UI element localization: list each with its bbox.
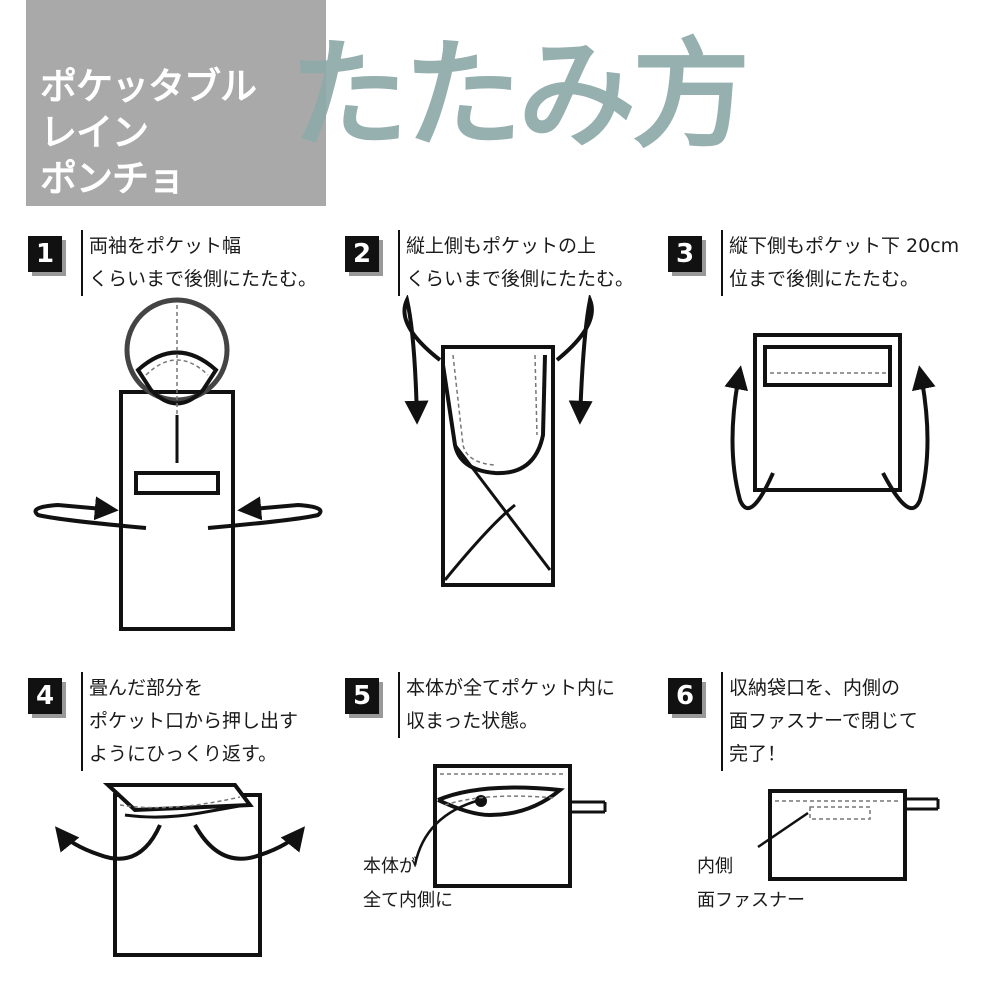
arrow-right [881, 365, 936, 511]
step-2-illustration [402, 295, 594, 587]
arrow-right [207, 496, 323, 530]
step-3-illustration [724, 333, 936, 511]
indicator-dot [475, 795, 487, 807]
pocket [763, 345, 892, 387]
arrow-left [33, 496, 147, 530]
step-instruction: 収納袋口を、内側の 面ファスナーで閉じて 完了！ [721, 672, 918, 771]
header-box [26, 0, 326, 206]
leader-line [413, 798, 481, 866]
step-instruction: 両袖をポケット幅 くらいまで後側にたたむ。 [81, 230, 317, 296]
step-number: 2 [345, 236, 379, 272]
step-number: 3 [668, 236, 702, 272]
leader-line [757, 811, 809, 849]
step-number: 6 [668, 678, 702, 714]
step-number: 5 [345, 678, 379, 714]
step-instruction: 本体が全てポケット内に 収まった状態。 [398, 672, 615, 738]
arrow-right [193, 824, 306, 861]
step-number: 4 [28, 678, 62, 714]
top-flap [441, 354, 547, 476]
arrow-left [724, 365, 775, 511]
caption-inner-velcro: 内側 面ファスナー [697, 856, 805, 911]
pocket-body [113, 793, 262, 957]
page-title: たたみ方 [290, 26, 750, 164]
hood [124, 297, 230, 403]
caption-body-inside: 本体が 全て内側に [363, 856, 453, 911]
velcro-strip [809, 806, 871, 820]
folded-body [441, 345, 555, 587]
closed-pocket [768, 789, 907, 881]
step-6-illustration [757, 789, 940, 881]
step-1-illustration [33, 297, 323, 631]
arrow-left [54, 824, 162, 861]
arrow-left [402, 295, 442, 425]
folded-body [753, 333, 902, 492]
arrow-right [555, 295, 594, 425]
pocket [134, 471, 220, 495]
step-4-illustration [54, 783, 306, 957]
step-5-illustration [413, 764, 607, 888]
step-instruction: 縦下側もポケット下 20cm 位まで後側にたたむ。 [721, 230, 959, 296]
hood-opening [135, 350, 219, 406]
step-instruction: 畳んだ部分を ポケット口から押し出す ようにひっくり返す。 [81, 672, 298, 771]
step-instruction: 縦上側もポケットの上 くらいまで後側にたたむ。 [398, 230, 634, 296]
pocket-flap [102, 783, 254, 813]
tucked-body [437, 785, 565, 818]
pocket [433, 764, 572, 888]
product-name: ポケッタブル レイン ポンチョ [40, 65, 257, 200]
step-number: 1 [28, 236, 62, 272]
